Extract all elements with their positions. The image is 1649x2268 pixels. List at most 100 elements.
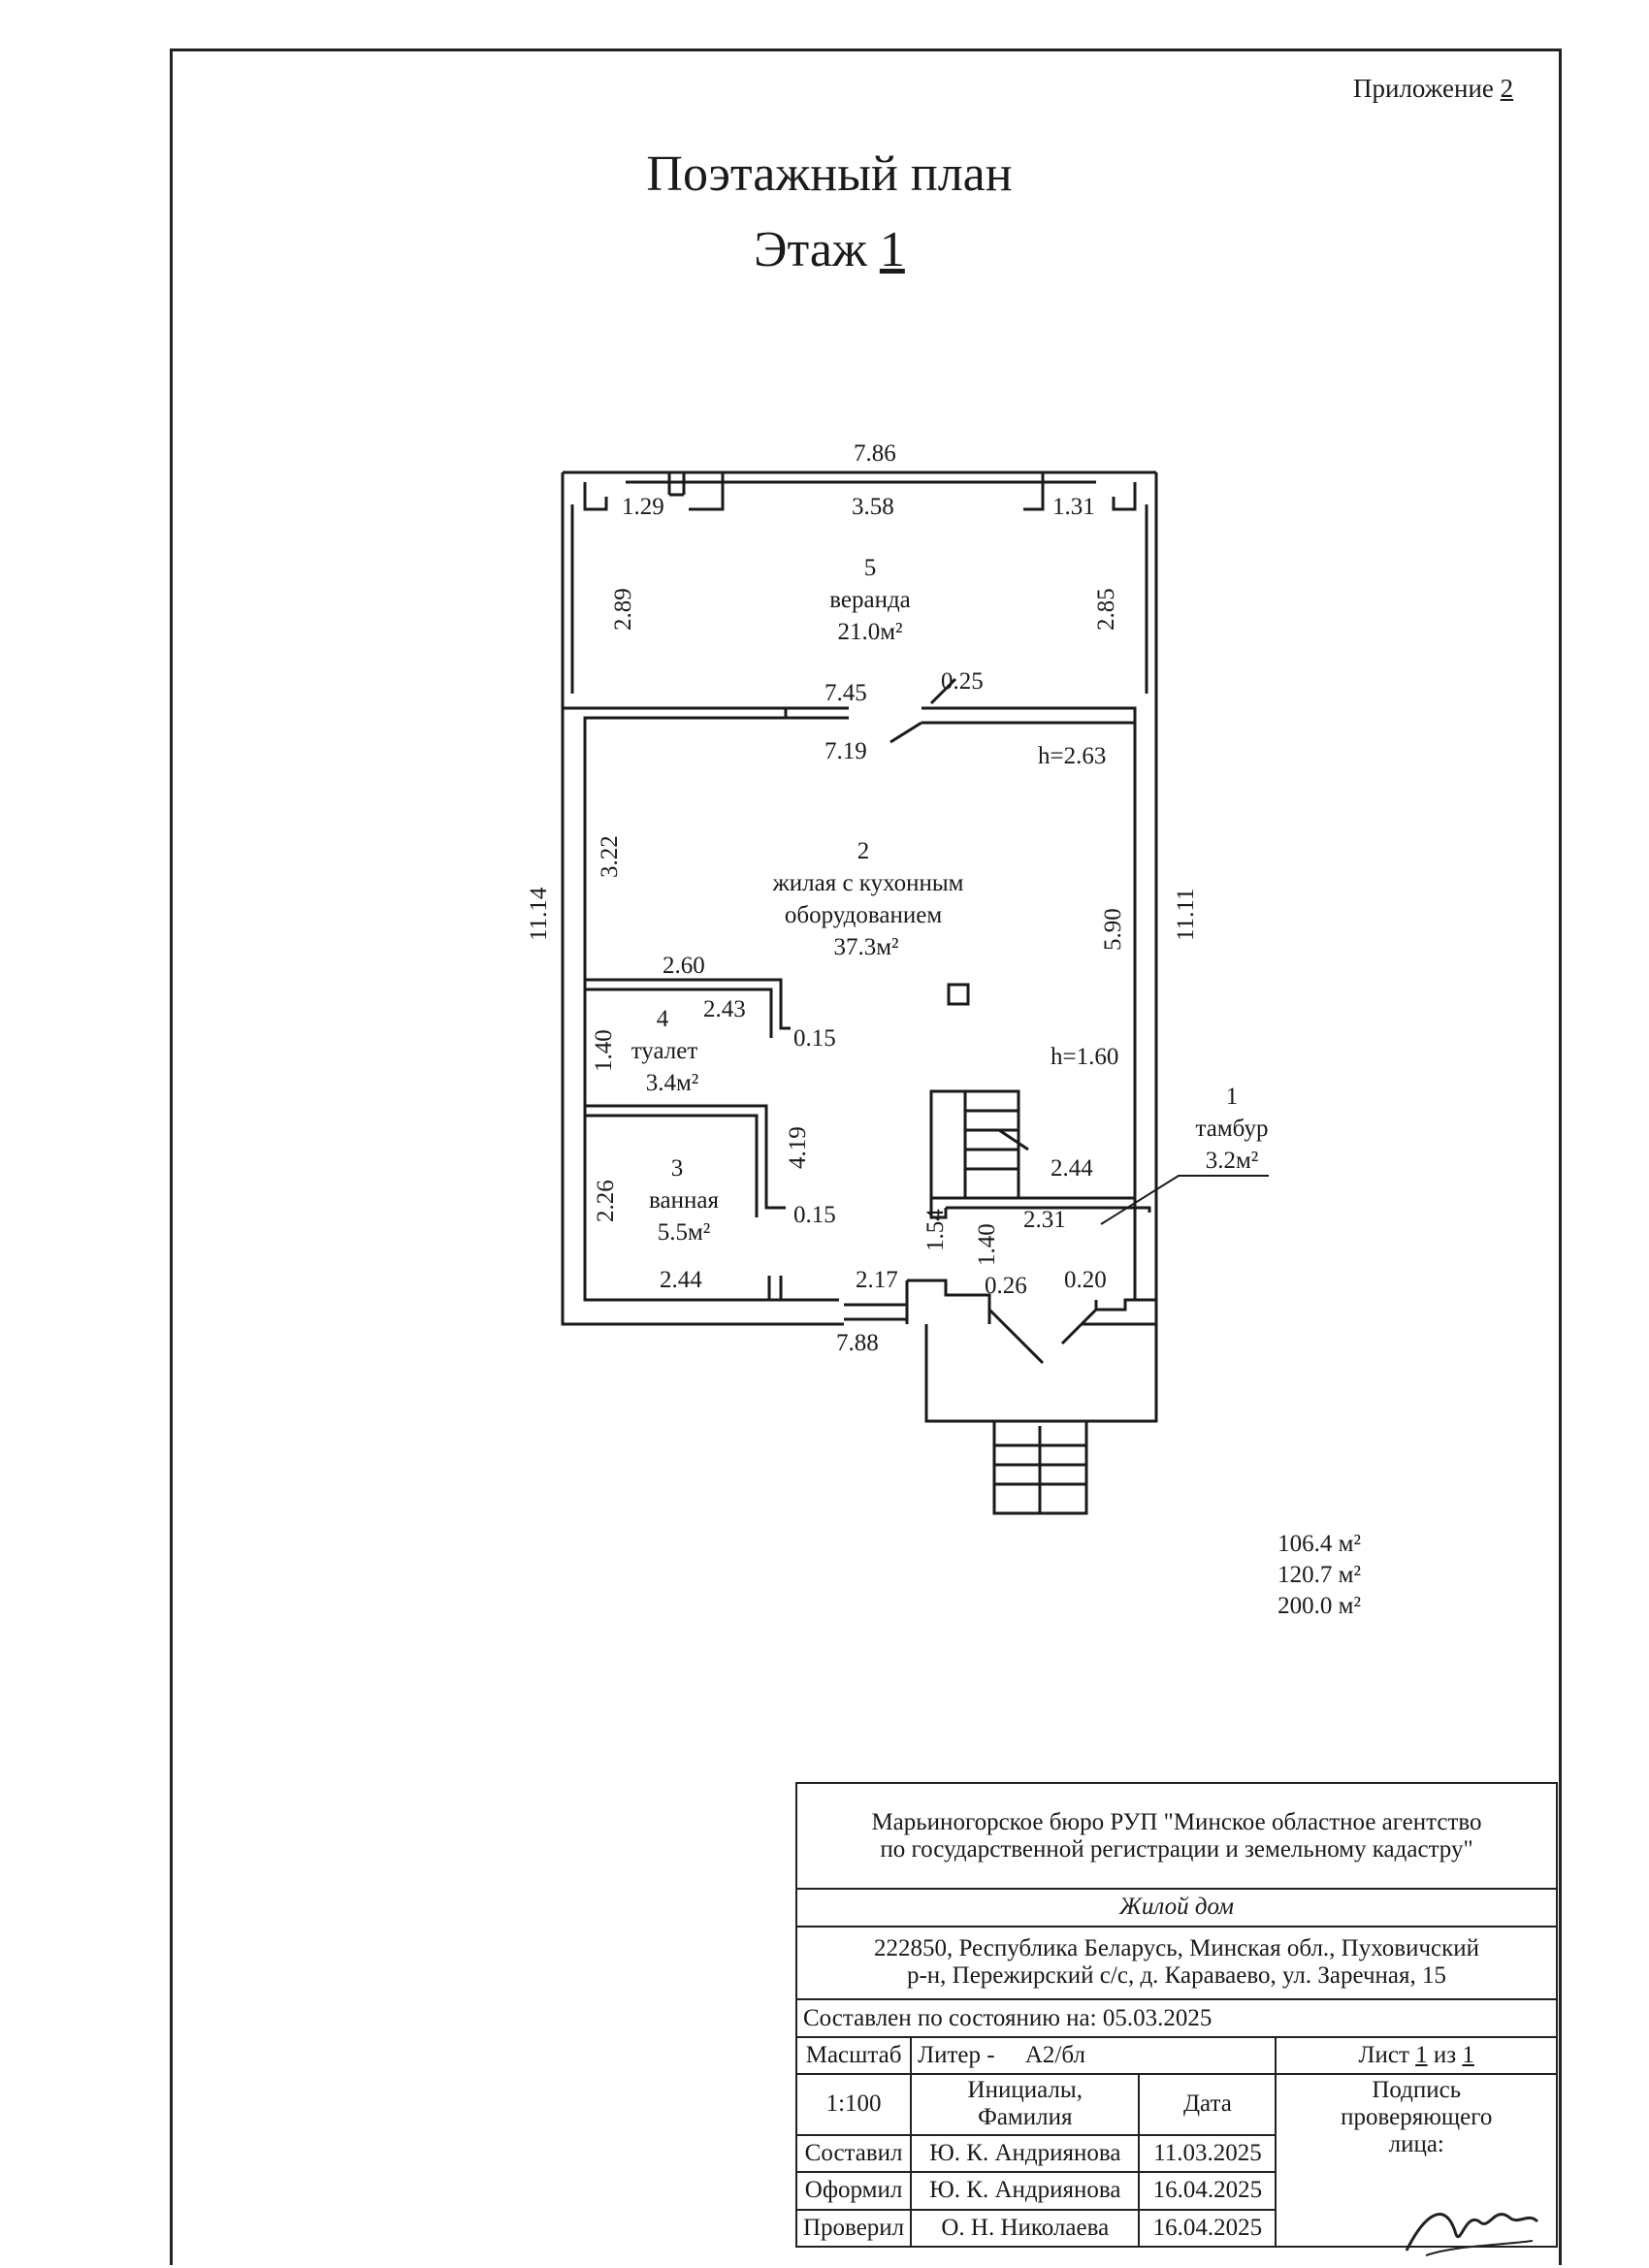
row-date: 16.04.2025 [1138,2171,1277,2211]
plan-dimensions: 7.86 1.29 3.58 1.31 2.89 2.85 7.45 0.25 … [526,440,1199,1356]
table-row: Составил Ю. К. Андриянова 11.03.2025 [794,2133,1557,2174]
veranda-window-right [1145,504,1158,694]
stamp-organization: Марьиногорское бюро РУП "Минское областн… [795,1781,1558,1891]
veranda-post [583,482,1137,511]
dim-left-total: 11.14 [526,887,552,941]
room-vestibule-area: 3.2м² [1206,1148,1259,1174]
room-toilet-name: туалет [631,1038,698,1064]
door-swing-entrance [987,1308,1045,1365]
total-area-2: 120.7 м² [1277,1562,1361,1588]
column-marker [947,983,970,1006]
sheet-mid: из [1433,2041,1457,2068]
page-title: Поэтажный план [646,146,1013,202]
state-label: Составлен по состоянию на: [803,2004,1097,2031]
veranda-post-left [667,472,686,497]
dim-left-wall-window: 3.22 [597,835,623,878]
appendix-label: Приложение 2 [1353,74,1513,104]
entrance-post-right [1094,1298,1156,1312]
porch [924,1324,1158,1423]
plan-walls [561,470,1158,1515]
stamp-state: Составлен по состоянию на: 05.03.2025 [795,1998,1558,2038]
title-block-table: Марьиногорское бюро РУП "Минское областн… [794,1781,1558,2249]
room-toilet-number: 4 [657,1006,669,1032]
porch-step-lines [994,1426,1086,1513]
room-bath-area: 5.5м² [658,1219,711,1246]
dim-wall-bottom-b: 0.20 [1064,1267,1107,1293]
title-block: Марьиногорское бюро РУП "Минское областн… [794,1781,1558,2249]
left-window [561,829,587,922]
room-living-name-2: оборудованием [785,902,942,928]
dim-bath-left-height: 2.26 [593,1180,619,1222]
org-line-1: Марьиногорское бюро РУП "Минское областн… [871,1808,1482,1835]
room-bath-name: ванная [649,1187,719,1214]
scale-label: Масштаб [794,2035,913,2076]
stamp-address: 222850, Республика Беларусь, Минская обл… [795,1925,1558,2001]
room-living-name-1: жилая с кухонным [771,870,963,896]
sign-line-3: лица: [1388,2131,1444,2158]
room-living-number: 2 [857,838,870,864]
dim-veranda-right-window: 1.31 [1052,494,1095,520]
door-mark [929,677,957,705]
veranda-post-mid2 [994,470,1045,511]
door-swing-right [1060,1308,1098,1345]
dim-right-wall-window: 5.90 [1100,908,1126,951]
frame-left [170,49,173,2265]
liter-label: Литер - [918,2041,995,2068]
dim-vestibule-height: 1.40 [974,1223,1000,1266]
room-veranda-name: веранда [829,587,911,613]
row-name: О. Н. Николаева [910,2208,1141,2249]
dim-bottom-total: 7.88 [836,1330,879,1356]
stamp-object: Жилой дом [795,1888,1558,1928]
row-role: Составил [794,2133,913,2174]
partition-wall-right [922,706,1137,730]
row-date: 11.03.2025 [1138,2133,1277,2174]
room-vestibule-number: 1 [1226,1084,1239,1110]
room-veranda-number: 5 [864,555,877,581]
dim-toilet-top: 2.60 [663,953,705,979]
veranda-post-mid [679,470,725,511]
dim-stair-depth: 1.54 [922,1209,949,1251]
dim-toilet-inner: 2.43 [703,996,746,1022]
bath-wall [585,1104,786,1217]
frame-top [170,49,1562,51]
floor-title: Этаж 1 [0,221,1649,278]
dim-top-total: 7.86 [854,440,896,467]
room-vestibule-leader [1100,1175,1269,1225]
veranda-window-left [561,504,574,694]
right-window [1133,825,1158,922]
dim-veranda-left-window: 1.29 [622,494,664,520]
org-line-2: по государственной регистрации и земельн… [880,1835,1473,1863]
table-row: Оформил Ю. К. Андриянова 16.04.2025 [794,2171,1557,2211]
state-date: 05.03.2025 [1102,2004,1212,2031]
sheet-cell: Лист 1 из 1 [1275,2035,1558,2076]
vestibule-wall [931,1196,1151,1213]
outer-wall [561,472,844,1326]
dim-toilet-step: 0.15 [793,1025,836,1052]
partition-window [786,706,849,720]
address-line-2: р-н, Пережирский с/с, д. Караваево, ул. … [906,1962,1447,1990]
row-role: Проверил [794,2208,913,2249]
bath-bottom-mark [767,1276,783,1300]
sheet-prefix: Лист [1358,2041,1409,2068]
room-vestibule-name: тамбур [1196,1116,1269,1142]
dim-veranda-inner-width: 7.45 [824,680,867,706]
dim-veranda-center-window: 3.58 [852,494,894,520]
room-veranda-area: 21.0м² [837,619,902,645]
room-toilet-area: 3.4м² [646,1070,699,1096]
dim-bath-step: 0.15 [793,1202,836,1228]
dim-vestibule-width: 2.31 [1023,1207,1066,1233]
vestibule-post [929,1198,948,1219]
table-row: Проверил О. Н. Николаева 16.04.2025 [794,2208,1557,2249]
room-bath-number: 3 [671,1155,684,1182]
row-name: Ю. К. Андриянова [910,2171,1141,2211]
dim-bath-bottom: 2.44 [660,1267,702,1293]
sheet-num: 1 [1415,2041,1428,2068]
dim-entrance-width: 2.17 [856,1267,898,1293]
dim-veranda-right-height: 2.85 [1093,588,1119,631]
dim-ceiling-height-main: h=2.63 [1038,743,1106,769]
handwritten-signature [1405,2213,1539,2256]
appendix-number: 2 [1500,74,1514,103]
stair-box [929,1089,1020,1200]
entrance-door [844,1303,907,1321]
